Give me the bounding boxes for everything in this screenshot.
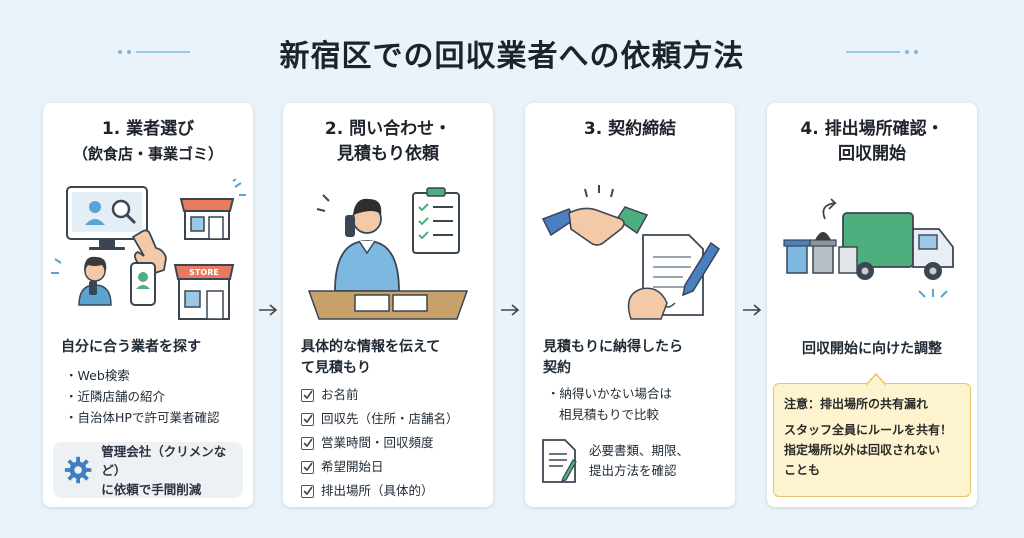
- document-pen-icon: [542, 439, 577, 483]
- step-card-2: 2. 問い合わせ・ 見積もり依頼 具体的な情報を伝えて て見積もり お名前 回収…: [283, 103, 493, 507]
- handshake-icon: [541, 185, 649, 246]
- note-line: 管理会社（クリメンなど）: [101, 443, 227, 478]
- pen-icon: [681, 241, 720, 297]
- title-deco-right: [846, 50, 918, 54]
- checklist-item: お名前: [301, 383, 459, 407]
- list-item: Web検索: [65, 365, 245, 386]
- vendor-search-illustration: STORE: [51, 179, 246, 320]
- step-card-1: 1. 業者選び （飲食店・事業ゴミ）: [43, 103, 253, 507]
- doc-line: 必要書類、期限、: [589, 443, 690, 458]
- caution-pointer: [866, 373, 886, 385]
- step-4-title: 4. 排出場所確認・ 回収開始: [767, 117, 977, 167]
- gear-icon: [64, 456, 92, 484]
- monitor-icon: [66, 186, 148, 250]
- shop-icon: [179, 198, 235, 240]
- step-2-lead: 具体的な情報を伝えて て見積もり: [301, 337, 483, 379]
- step-3-heading: 3. 契約締結: [583, 119, 677, 139]
- checklist-item: 営業時間・回収頻度: [301, 431, 459, 455]
- doc-line: 提出方法を確認: [589, 463, 677, 478]
- lead-line: 見積もりに納得したら: [543, 339, 683, 355]
- step-1-title: 1. 業者選び （飲食店・事業ゴミ）: [43, 117, 253, 167]
- inquiry-checklist: お名前 回収先（住所・店舗名） 営業時間・回収頻度 希望開始日 排出場所（具体的…: [301, 383, 459, 503]
- checklist-item: 回収先（住所・店舗名）: [301, 407, 459, 431]
- deco-dot: [914, 50, 918, 54]
- clipboard-icon: [412, 187, 460, 254]
- store-sign-text: STORE: [189, 268, 219, 277]
- lead-line: て見積もり: [301, 360, 371, 376]
- document-check-text: 必要書類、期限、 提出方法を確認: [589, 441, 689, 481]
- caution-heading: 注意：排出場所の共有漏れ: [784, 397, 929, 411]
- checklist-item: 希望開始日: [301, 455, 459, 479]
- step-2-heading: 2. 問い合わせ・: [324, 119, 452, 139]
- caution-line: 指定場所以外は回収されない: [784, 443, 941, 457]
- phone-inquiry-illustration: [307, 187, 469, 320]
- list-item: 自治体HPで許可業者確認: [65, 407, 245, 428]
- curved-arrow-icon: [822, 198, 837, 220]
- caution-box: 注意：排出場所の共有漏れ スタッフ全員にルールを共有！ 指定場所以外は回収されな…: [773, 373, 971, 497]
- list-item-continuation: 相見積もりで比較: [559, 407, 660, 422]
- woman-icon: [78, 256, 112, 306]
- checkbox-checked-icon: [301, 412, 314, 426]
- step-3-title: 3. 契約締結: [525, 117, 735, 142]
- step-1-lead: 自分に合う業者を探す: [61, 339, 201, 355]
- document-check-note: 必要書類、期限、 提出方法を確認: [541, 438, 689, 484]
- deco-line: [846, 51, 900, 53]
- step-4-lead: 回収開始に向けた調整: [802, 341, 942, 357]
- step-2-subheading: 見積もり依頼: [337, 144, 439, 164]
- document-icon: [392, 294, 428, 312]
- deco-dot: [127, 50, 131, 54]
- document-icon: [354, 294, 390, 312]
- checklist-label: 回収先（住所・店舗名）: [321, 411, 459, 426]
- trash-bin-icon: [783, 232, 858, 274]
- deco-dot: [905, 50, 909, 54]
- title-deco-left: [118, 50, 190, 54]
- checklist-label: 希望開始日: [321, 459, 384, 474]
- arrow-right-icon: [501, 304, 520, 316]
- page-title: 新宿区での回収業者への依頼方法: [279, 39, 745, 74]
- step-card-3: 3. 契約締結 見積もりに納得したら 契約 納得いかない場合は 相見積もりで比較: [525, 103, 735, 507]
- step-2-title: 2. 問い合わせ・ 見積もり依頼: [283, 117, 493, 167]
- step-3-bullets: 納得いかない場合は 相見積もりで比較: [547, 383, 727, 425]
- person-on-phone-icon: [316, 194, 400, 292]
- arrow-right-icon: [259, 304, 278, 316]
- list-item: 納得いかない場合は: [547, 383, 727, 404]
- checklist-item: 排出場所（具体的）: [301, 479, 459, 503]
- header: 新宿区での回収業者への依頼方法: [0, 28, 1024, 78]
- store-icon: STORE: [173, 264, 235, 320]
- step-4-subheading: 回収開始: [838, 144, 906, 164]
- note-line: に依頼で手間削減: [101, 481, 202, 497]
- step-1-heading: 1. 業者選び: [101, 119, 195, 139]
- management-note-text: 管理会社（クリメンなど） に依頼で手間削減: [101, 442, 243, 499]
- list-item: 近隣店舗の紹介: [65, 386, 245, 407]
- garbage-collection-illustration: [783, 198, 954, 298]
- checkbox-checked-icon: [301, 460, 314, 474]
- checkbox-checked-icon: [301, 388, 314, 402]
- caution-line: スタッフ全員にルールを共有！: [784, 423, 953, 437]
- management-company-note: 管理会社（クリメンなど） に依頼で手間削減: [53, 442, 243, 498]
- hand-icon: [627, 287, 668, 320]
- phone-icon: [130, 262, 156, 306]
- step-1-subheading: （飲食店・事業ゴミ）: [72, 145, 223, 163]
- step-1-bullets: Web検索 近隣店舗の紹介 自治体HPで許可業者確認: [65, 365, 245, 428]
- checklist-label: 排出場所（具体的）: [321, 483, 434, 498]
- lead-line: 具体的な情報を伝えて: [301, 339, 441, 355]
- arrow-right-icon: [743, 304, 762, 316]
- step-card-4: 4. 排出場所確認・ 回収開始 回収開始に向けた調整 注意：排出場所の共有漏れ …: [767, 103, 977, 507]
- checklist-label: お名前: [321, 387, 359, 402]
- checkbox-checked-icon: [301, 436, 314, 450]
- step-3-lead: 見積もりに納得したら 契約: [543, 337, 725, 379]
- contract-illustration: [541, 185, 720, 320]
- checklist-label: 営業時間・回収頻度: [321, 435, 434, 450]
- deco-line: [136, 51, 190, 53]
- step-4-heading: 4. 排出場所確認・: [800, 119, 944, 139]
- deco-dot: [118, 50, 122, 54]
- lead-line: 契約: [543, 360, 571, 376]
- garbage-truck-icon: [842, 212, 954, 280]
- checkbox-checked-icon: [301, 484, 314, 498]
- caution-line: ことも: [784, 463, 821, 477]
